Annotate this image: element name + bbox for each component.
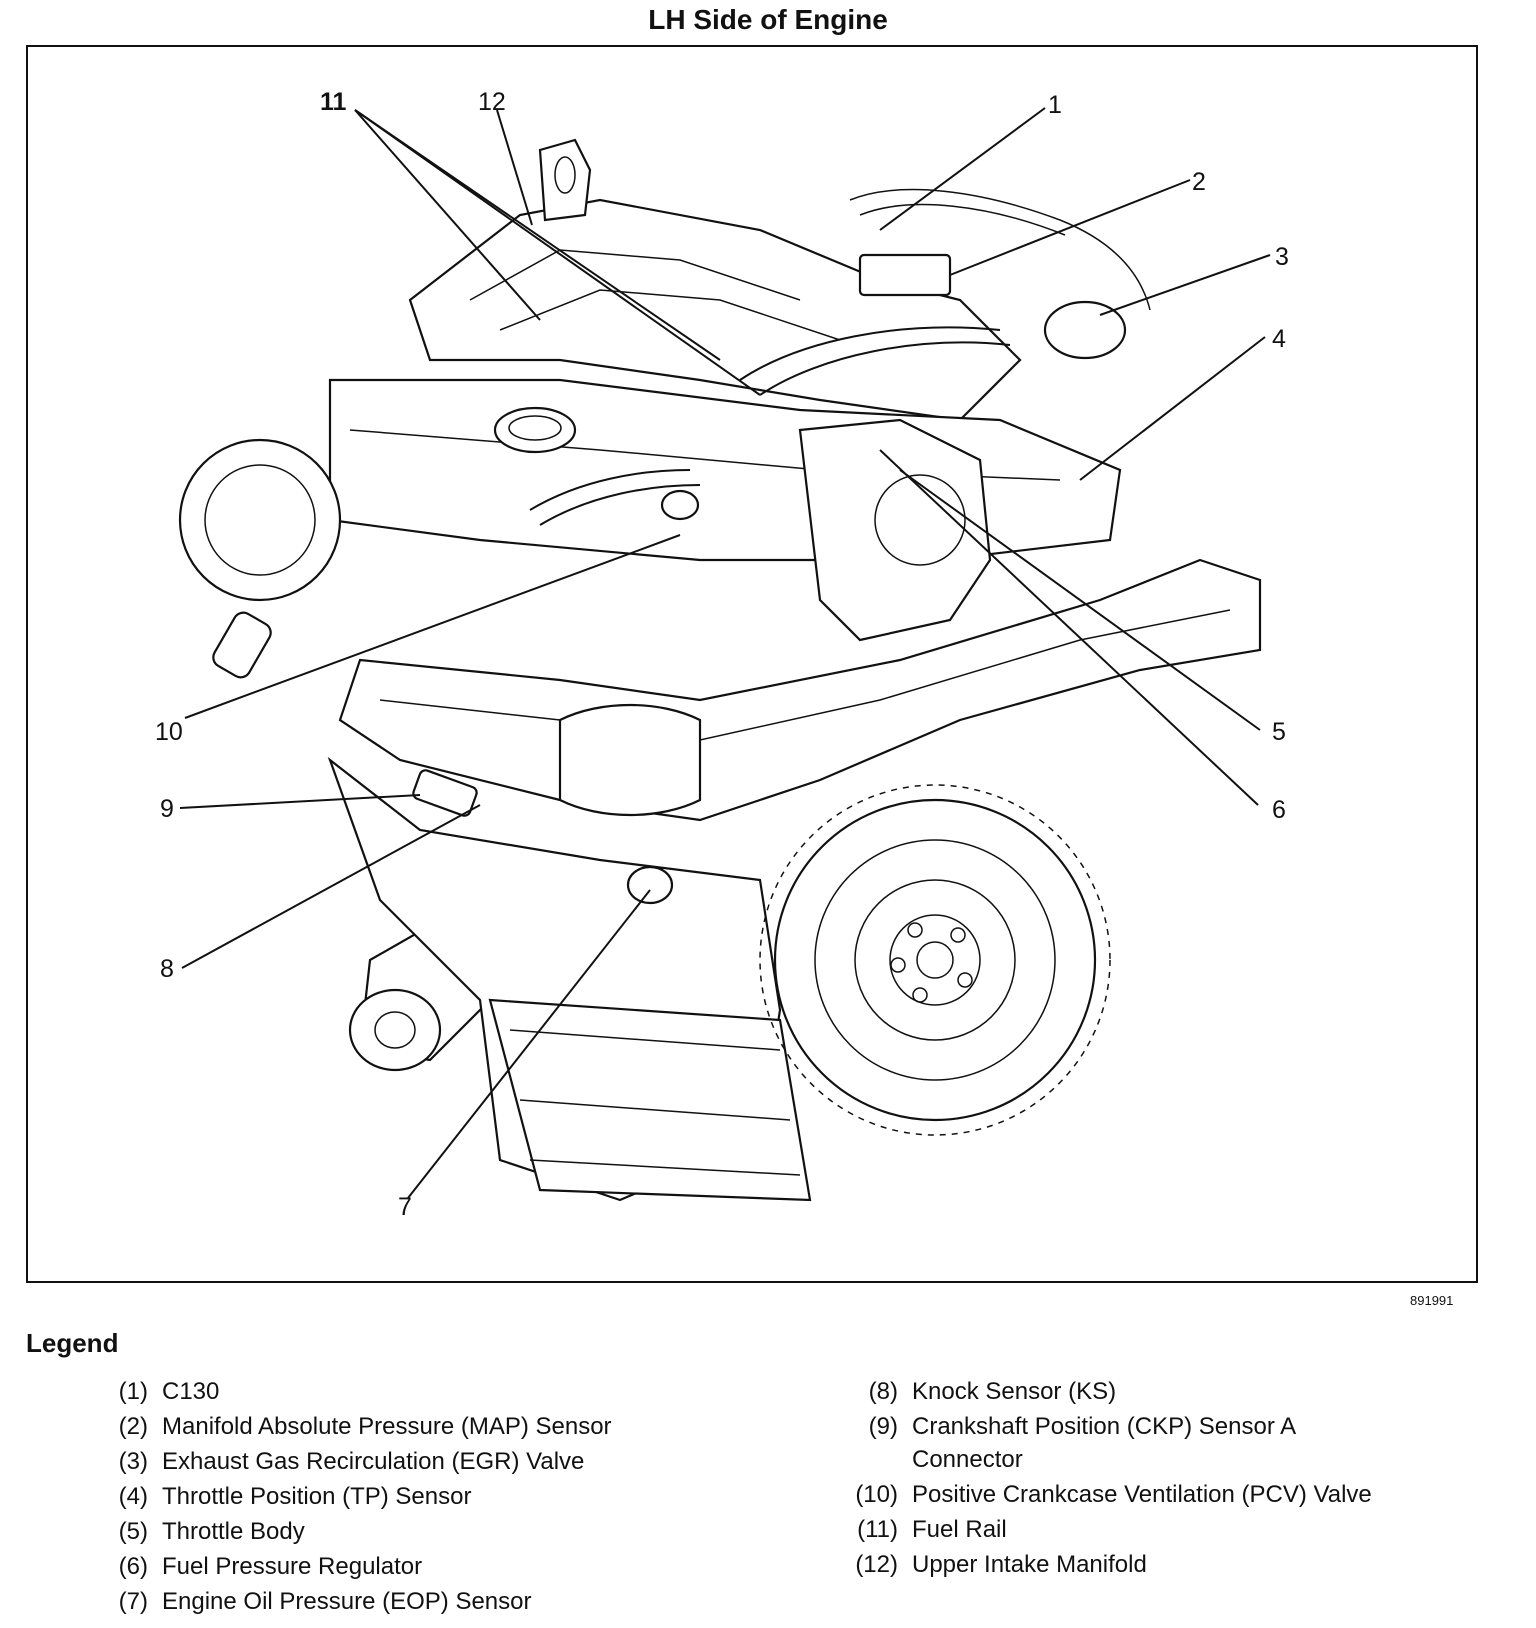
callout-6: 6 — [1272, 796, 1286, 824]
legend-item: (9) Crankshaft Position (CKP) Sensor A Co… — [826, 1410, 1506, 1476]
legend-num: (7) — [118, 1588, 148, 1615]
legend-num: (6) — [118, 1553, 148, 1580]
legend-item: (10) Positive Crankcase Ventilation (PCV)… — [826, 1478, 1506, 1511]
callout-4: 4 — [1272, 325, 1286, 353]
legend-text: Throttle Position (TP) Sensor — [162, 1483, 472, 1510]
leader-lines — [179, 107, 1271, 1199]
callout-5: 5 — [1272, 718, 1286, 746]
legend-text: Fuel Pressure Regulator — [162, 1553, 423, 1580]
legend-text: C130 — [162, 1378, 220, 1405]
diagram-frame — [26, 45, 1478, 1283]
legend-item: (5) Throttle Body — [88, 1515, 728, 1548]
legend-num: (5) — [118, 1518, 148, 1545]
legend-text: Crankshaft Position (CKP) Sensor A Conne… — [912, 1413, 1295, 1473]
legend-text: Engine Oil Pressure (EOP) Sensor — [162, 1588, 532, 1615]
legend-num: (2) — [118, 1413, 148, 1440]
legend-num: (1) — [118, 1378, 148, 1405]
legend-item: (12) Upper Intake Manifold — [826, 1548, 1506, 1581]
legend-heading: Legend — [26, 1328, 119, 1358]
legend-text: Throttle Body — [162, 1518, 305, 1545]
figure-number: 891991 — [1410, 1293, 1454, 1308]
callout-7: 7 — [398, 1193, 412, 1221]
callout-10: 10 — [155, 718, 183, 746]
callout-2: 2 — [1192, 168, 1206, 196]
legend-num: (4) — [118, 1483, 148, 1510]
legend-item: (1) C130 — [88, 1375, 728, 1408]
engine-illustration: 1 2 3 4 5 6 7 8 9 10 11 12 — [155, 88, 1289, 1221]
legend-text: Exhaust Gas Recirculation (EGR) Valve — [162, 1448, 585, 1475]
legend-text: Knock Sensor (KS) — [912, 1378, 1117, 1405]
legend-num: (3) — [118, 1448, 148, 1475]
callout-11: 11 — [320, 88, 347, 116]
legend-item: (7) Engine Oil Pressure (EOP) Sensor — [88, 1585, 728, 1618]
legend-left-column: (1) C130 (2) Manifold Absolute Pressure (M… — [88, 1375, 728, 1620]
callout-12: 12 — [478, 88, 506, 116]
callout-1: 1 — [1048, 91, 1062, 119]
legend-num: (9) — [868, 1413, 898, 1440]
legend-right-column: (8) Knock Sensor (KS) (9) Crankshaft Posit… — [826, 1375, 1506, 1583]
legend-text: Positive Crankcase Ventilation (PCV) Val… — [912, 1481, 1372, 1508]
legend-text: Manifold Absolute Pressure (MAP) Sensor — [162, 1413, 612, 1440]
legend-num: (11) — [857, 1516, 898, 1543]
callout-labels: 1 2 3 4 5 6 7 8 9 10 11 12 — [155, 88, 1289, 1221]
legend-num: (8) — [868, 1378, 898, 1405]
legend-text: Upper Intake Manifold — [912, 1551, 1147, 1578]
callout-8: 8 — [160, 955, 174, 983]
callout-3: 3 — [1275, 243, 1289, 271]
legend-item: (3) Exhaust Gas Recirculation (EGR) Valve — [88, 1445, 728, 1478]
legend-num: (10) — [855, 1481, 898, 1508]
legend-item: (2) Manifold Absolute Pressure (MAP) Sens… — [88, 1410, 728, 1443]
legend-num: (12) — [855, 1551, 898, 1578]
legend-item: (4) Throttle Position (TP) Sensor — [88, 1480, 728, 1513]
diagram-title: LH Side of Engine — [648, 4, 888, 35]
callout-9: 9 — [160, 795, 174, 823]
legend-item: (6) Fuel Pressure Regulator — [88, 1550, 728, 1583]
legend-item: (11) Fuel Rail — [826, 1513, 1506, 1546]
legend-text: Fuel Rail — [912, 1516, 1007, 1543]
engine-drawing — [178, 138, 1262, 1202]
legend-item: (8) Knock Sensor (KS) — [826, 1375, 1506, 1408]
